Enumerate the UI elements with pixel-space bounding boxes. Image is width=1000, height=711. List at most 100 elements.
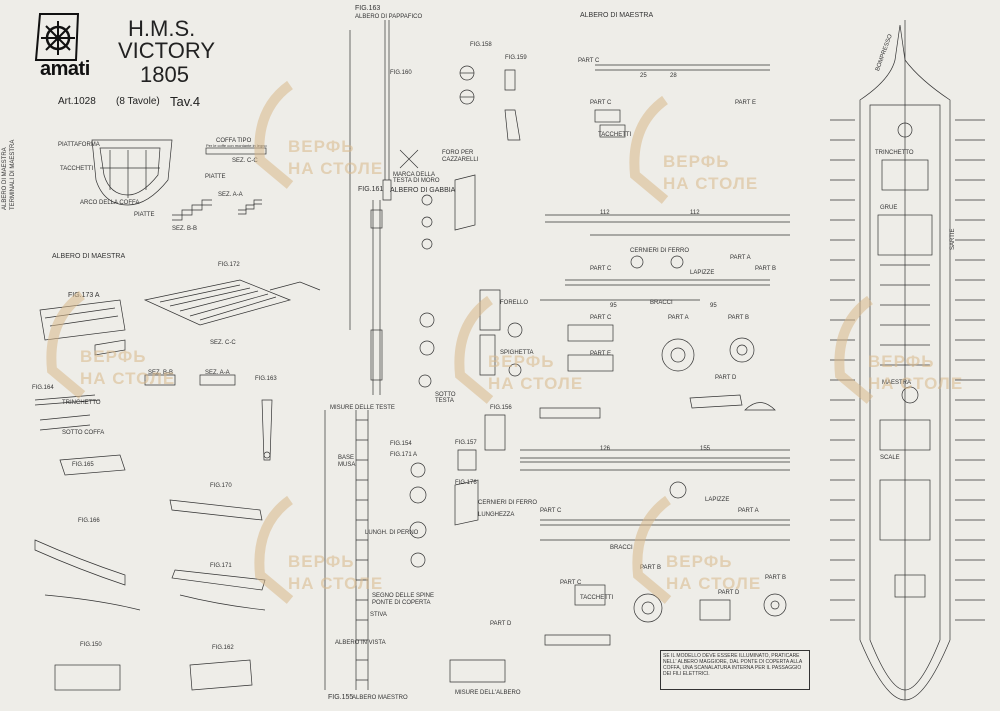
- anchor-watermark-icon: [629, 95, 669, 204]
- dim-112-a: 112: [600, 210, 610, 216]
- left-heading: ALBERO DI MAESTRA: [52, 253, 126, 260]
- label-part-c-6: PART C: [560, 580, 582, 586]
- label-part-b-3: PART B: [640, 565, 662, 571]
- label-part-b-1: PART B: [755, 266, 777, 272]
- label-part-c-3: PART C: [590, 266, 612, 272]
- label-fig-161: FIG.161: [358, 186, 384, 193]
- label-sotto-coffa: SOTTO COFFA: [62, 430, 105, 436]
- label-fig-158: FIG.158: [470, 42, 492, 48]
- label-piatte: PIATTE: [134, 212, 155, 218]
- label-stiva: STIVA: [370, 612, 387, 618]
- label-piattaforma: PIATTAFORMA: [58, 142, 100, 148]
- watermark-7: ВЕРФЬ НА СТОЛЕ: [628, 495, 798, 615]
- ship-wheel-logo-icon: [34, 13, 80, 61]
- anchor-watermark-icon: [454, 295, 494, 404]
- label-sez-bb: SEZ. B-B: [172, 226, 198, 232]
- ship-year: 1805: [140, 62, 189, 87]
- label-albero-pappafico: ALBERO DI PAPPAFICO: [355, 14, 423, 20]
- label-fig-154: FIG.154: [390, 441, 412, 447]
- brand-name: amati: [40, 58, 90, 80]
- label-tacchetti-right: TACCHETTI: [598, 132, 632, 138]
- label-cernieri: CERNIERI DI FERRO: [478, 500, 538, 506]
- label-part-c-2: PART C: [590, 100, 612, 106]
- watermark-4: ВЕРФЬ НА СТОЛЕ: [450, 295, 620, 415]
- label-part-a-2: PART A: [668, 315, 689, 321]
- label-albero-gabbia: ALBERO DI GABBIA: [390, 187, 456, 194]
- label-spighetta: SPIGHETTA: [500, 350, 534, 356]
- right-heading: ALBERO DI MAESTRA: [580, 12, 654, 19]
- label-fig-150: FIG.150: [80, 642, 102, 648]
- anchor-watermark-icon: [46, 290, 86, 399]
- anchor-watermark-icon: [632, 495, 672, 604]
- label-sez-cc-top: SEZ. C-C: [232, 158, 258, 164]
- dim-95-b: 95: [710, 303, 717, 309]
- label-lungh-perno: LUNGH. DI PERNO: [365, 530, 419, 536]
- dim-112-b: 112: [690, 210, 700, 216]
- watermark-5: ВЕРФЬ НА СТОЛЕ: [830, 295, 1000, 415]
- label-fig-165: FIG.165: [72, 462, 94, 468]
- label-fig-157: FIG.157: [455, 440, 477, 446]
- label-misure-albero: MISURE DELL'ALBERO: [455, 690, 521, 696]
- label-fig-155: FIG.155: [328, 694, 354, 701]
- label-foro: FORO PER: [442, 150, 474, 156]
- ship-label-scale: SCALE: [880, 455, 900, 461]
- label-trinchetto: TRINCHETTO: [62, 400, 101, 406]
- label-testa: TESTA: [435, 398, 454, 404]
- label-part-a-3: PART A: [738, 508, 759, 514]
- label-part-a-1: PART A: [730, 255, 751, 261]
- label-coffa-tipo: COFFA TIPO: [216, 138, 252, 144]
- label-sez-cc: SEZ. C-C: [210, 340, 236, 346]
- label-fig-162: FIG.162: [212, 645, 234, 651]
- label-sez-aa: SEZ. A-A: [218, 192, 243, 198]
- label-base: BASE: [338, 455, 355, 461]
- label-part-d-3: PART D: [490, 621, 512, 627]
- label-fig-171: FIG.171: [210, 563, 232, 569]
- sheet-count: (8 Tavole): [116, 96, 160, 107]
- label-fig-176: FIG.176: [455, 480, 477, 486]
- dim-28: 28: [670, 73, 677, 79]
- platform-drawing: [91, 139, 173, 206]
- label-fig-172: FIG.172: [218, 262, 240, 268]
- dim-25: 25: [640, 73, 647, 79]
- label-fig-159: FIG.159: [505, 55, 527, 61]
- label-fig-164: FIG.164: [32, 385, 54, 391]
- label-fig-171-center: FIG.171 A: [390, 452, 418, 458]
- label-fig-163: FIG.163: [355, 5, 381, 12]
- label-arco: ARCO DELLA COFFA: [80, 200, 140, 206]
- label-fig-163-left: FIG.163: [255, 376, 277, 382]
- fig-172-drawing: [143, 279, 292, 326]
- label-fig-173: FIG.173 A: [68, 292, 100, 299]
- label-part-b-4: PART B: [765, 575, 787, 581]
- watermark-6: ВЕРФЬ НА СТОЛЕ: [250, 495, 420, 615]
- anchor-watermark-icon: [254, 495, 294, 604]
- side-label-1: ALBERO DI MAESTRA: [2, 147, 8, 210]
- label-tacchetti-2: TACCHETTI: [580, 595, 614, 601]
- article-number: Art.1028: [58, 96, 96, 107]
- label-sez-aa-left: SEZ. A-A: [205, 370, 230, 376]
- dim-126: 126: [600, 446, 611, 452]
- label-marca: MARCA DELLA: [393, 172, 436, 178]
- watermark-2: ВЕРФЬ НА СТОЛЕ: [625, 95, 795, 215]
- label-sotto: SOTTO: [435, 392, 456, 398]
- label-piatte-2: PIATTE: [205, 174, 226, 180]
- dim-155: 155: [700, 446, 711, 452]
- ship-name-line2: VICTORY: [118, 38, 215, 63]
- anchor-watermark-icon: [834, 295, 874, 404]
- label-part-c-1: PART C: [578, 58, 600, 64]
- label-part-c-5: PART C: [540, 508, 562, 514]
- label-albero-vista: ALBERO IN VISTA: [335, 640, 386, 646]
- label-part-e-2: PART E: [590, 351, 612, 357]
- label-misure-teste: MISURE DELLE TESTE: [330, 405, 395, 411]
- label-sez-bb-left: SEZ. B-B: [148, 370, 174, 376]
- label-musa: MUSA: [338, 462, 356, 468]
- label-fig-160: FIG.160: [390, 70, 412, 76]
- label-part-d-2: PART D: [718, 590, 740, 596]
- ship-label-sartie: SARTIE: [950, 228, 956, 250]
- label-fig-156: FIG.156: [490, 405, 512, 411]
- label-cazzarelli: CAZZARELLI: [442, 157, 479, 163]
- label-lunghezza: LUNGHEZZA: [478, 512, 515, 518]
- watermark-1: ВЕРФЬ НА СТОЛЕ: [250, 80, 420, 200]
- watermark-3: ВЕРФЬ НА СТОЛЕ: [42, 290, 212, 410]
